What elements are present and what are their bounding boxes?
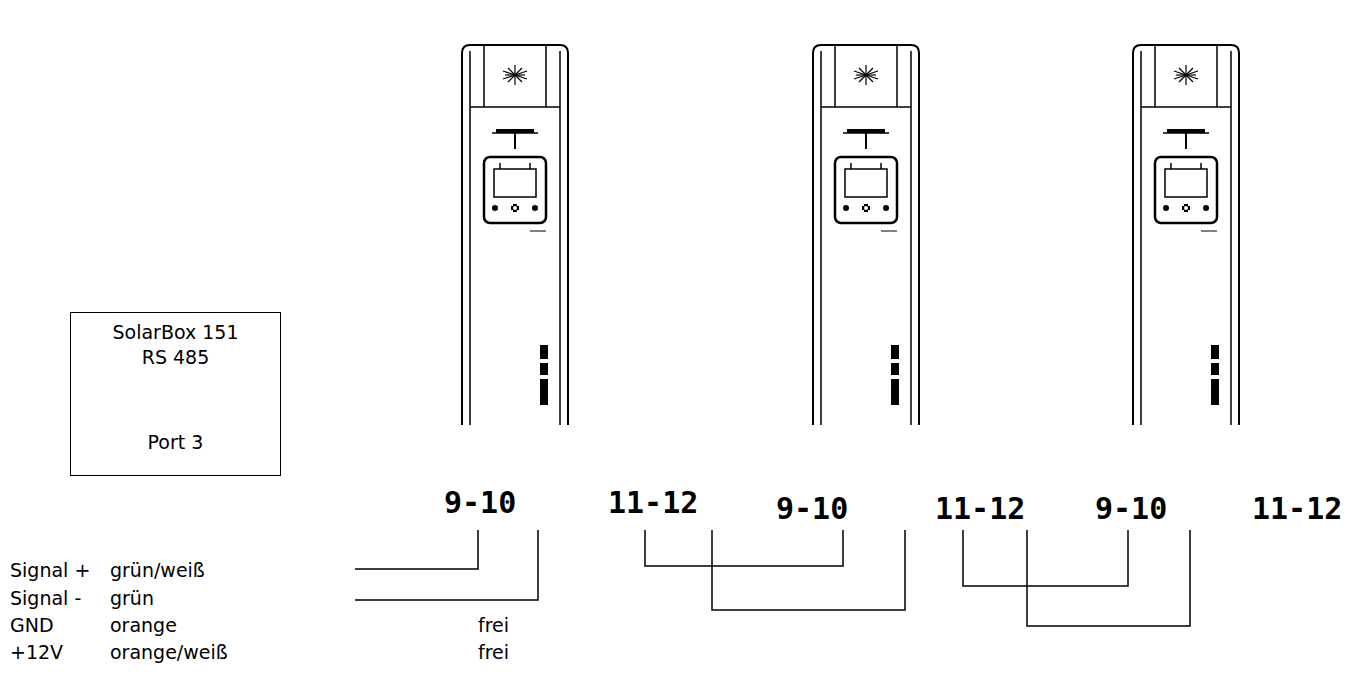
terminal-label: 11-12 bbox=[606, 486, 700, 520]
device-label: RS 485 bbox=[71, 346, 280, 368]
signal-label: grün/weiß bbox=[110, 559, 205, 581]
device-label: Port 3 bbox=[71, 431, 280, 453]
signal-label: GND bbox=[10, 614, 54, 636]
signal-label: Signal + bbox=[10, 559, 90, 581]
signal-label: orange bbox=[110, 614, 177, 636]
signal-label: frei bbox=[478, 614, 509, 636]
signal-label: orange/weiß bbox=[110, 641, 228, 663]
signal-label: frei bbox=[478, 641, 509, 663]
signal-label: +12V bbox=[10, 641, 63, 663]
terminal-label: 9-10 bbox=[442, 486, 518, 520]
bus-wires bbox=[355, 530, 1190, 626]
signal-label: Signal - bbox=[10, 587, 81, 609]
device-label: SolarBox 151 bbox=[71, 321, 280, 343]
terminal-label: 9-10 bbox=[1093, 492, 1169, 526]
terminal-label: 11-12 bbox=[933, 492, 1027, 526]
terminal-label: 11-12 bbox=[1250, 492, 1344, 526]
terminal-label: 9-10 bbox=[774, 492, 850, 526]
device-box: SolarBox 151 RS 485Port 3 bbox=[70, 312, 281, 476]
signal-label: grün bbox=[110, 587, 154, 609]
